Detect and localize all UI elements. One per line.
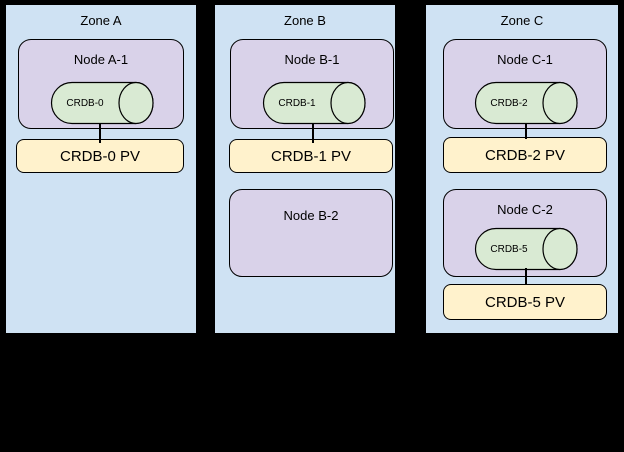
- node-c-2-label: Node C-2: [497, 202, 553, 217]
- crdb-2-pod: CRDB-2: [474, 81, 578, 125]
- cylinder-icon: [50, 81, 154, 125]
- node-a-1: Node A-1 CRDB-0: [18, 39, 184, 129]
- zone-a-title: Zone A: [80, 13, 122, 28]
- crdb-2-pv-box: CRDB-2 PV: [443, 137, 607, 173]
- connector-line: [99, 123, 101, 143]
- node-c-1: Node C-1 CRDB-2: [443, 39, 607, 129]
- crdb-1-pv-label: CRDB-1 PV: [270, 147, 352, 165]
- node-b-1-label: Node B-1: [284, 52, 340, 67]
- connector-line: [525, 123, 527, 139]
- zone-c-title: Zone C: [500, 13, 544, 28]
- crdb-1-pod-label: CRDB-1: [278, 97, 316, 109]
- crdb-1-pv-box: CRDB-1 PV: [229, 139, 393, 173]
- crdb-5-pv-box: CRDB-5 PV: [443, 284, 607, 320]
- crdb-5-pv-label: CRDB-5 PV: [484, 293, 566, 311]
- zone-b-title: Zone B: [284, 13, 326, 28]
- connector-line: [525, 268, 527, 285]
- crdb-2-pod-label: CRDB-2: [490, 97, 528, 109]
- node-b-1: Node B-1 CRDB-1: [230, 39, 394, 129]
- crdb-0-pv-box: CRDB-0 PV: [16, 139, 184, 173]
- node-b-2: Node B-2: [229, 189, 393, 277]
- crdb-2-pv-label: CRDB-2 PV: [484, 146, 566, 164]
- node-c-1-label: Node C-1: [497, 52, 553, 67]
- crdb-0-pv-label: CRDB-0 PV: [59, 147, 141, 165]
- crdb-1-pod: CRDB-1: [262, 81, 366, 125]
- zone-b: Zone B Node B-1 CRDB-1 CRDB-1 PV Node B-…: [213, 3, 397, 335]
- node-a-1-label: Node A-1: [73, 52, 129, 67]
- node-b-2-label: Node B-2: [283, 208, 339, 223]
- zone-a: Zone A Node A-1 CRDB-0 CRDB-0 PV: [4, 3, 198, 335]
- crdb-5-pod-label: CRDB-5: [490, 243, 528, 255]
- crdb-0-pod-label: CRDB-0: [66, 97, 104, 109]
- cylinder-icon: [262, 81, 366, 125]
- cylinder-icon: [474, 81, 578, 125]
- crdb-5-pod: CRDB-5: [474, 227, 578, 271]
- crdb-0-pod: CRDB-0: [50, 81, 154, 125]
- cylinder-icon: [474, 227, 578, 271]
- connector-line: [312, 123, 314, 143]
- zone-c: Zone C Node C-1 CRDB-2 CRDB-2 PV Node C-…: [424, 3, 620, 335]
- node-c-2: Node C-2 CRDB-5: [443, 189, 607, 277]
